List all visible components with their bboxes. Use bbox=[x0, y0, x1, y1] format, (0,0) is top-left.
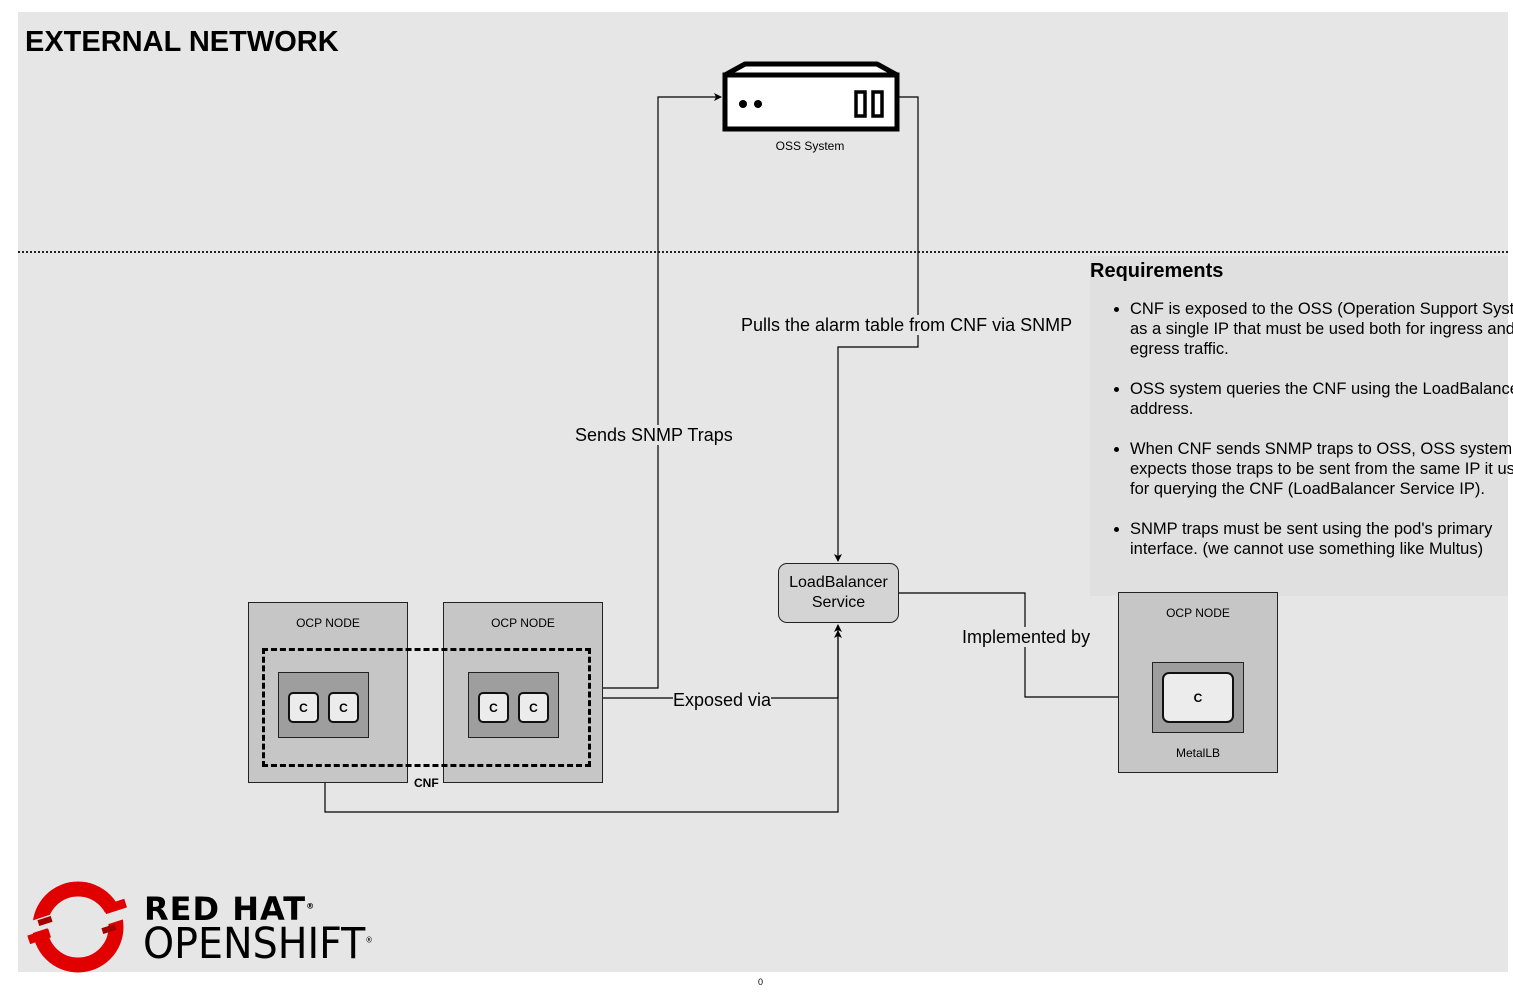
cnf-boundary bbox=[262, 648, 591, 767]
container-icon[interactable]: C bbox=[1162, 672, 1234, 723]
edge-sends-snmp-traps bbox=[558, 93, 722, 689]
oss-label: OSS System bbox=[775, 139, 845, 153]
requirements-list: CNF is exposed to the OSS (Operation Sup… bbox=[1092, 299, 1513, 579]
requirements-title: Requirements bbox=[1090, 260, 1224, 282]
node-label: OCP NODE bbox=[491, 616, 555, 630]
metallb-pod[interactable]: C bbox=[1152, 662, 1244, 733]
openshift-logo-icon bbox=[26, 881, 130, 973]
requirement-item: OSS system queries the CNF using the Loa… bbox=[1130, 379, 1513, 419]
requirement-item: CNF is exposed to the OSS (Operation Sup… bbox=[1130, 299, 1513, 359]
page-number: 0 bbox=[758, 977, 764, 987]
edge-label-exposed: Exposed via bbox=[673, 690, 772, 710]
logo-openshift: OPENSHIFT® bbox=[143, 919, 373, 969]
container-icon[interactable]: C bbox=[328, 692, 359, 723]
ocp-node-metallb[interactable]: OCP NODE C MetalLB bbox=[1118, 592, 1278, 773]
container-icon[interactable]: C bbox=[288, 692, 319, 723]
edge-label-implemented: Implemented by bbox=[962, 627, 1091, 647]
lb-label-line2: Service bbox=[811, 594, 866, 611]
cnf-label: CNF bbox=[414, 776, 439, 790]
node-label: OCP NODE bbox=[296, 616, 360, 630]
requirement-item: When CNF sends SNMP traps to OSS, OSS sy… bbox=[1130, 439, 1513, 499]
logo-red-hat: RED HAT® bbox=[144, 890, 315, 928]
network-boundary-divider bbox=[18, 251, 1508, 253]
metallb-label: MetalLB bbox=[1175, 746, 1221, 760]
node-label: OCP NODE bbox=[1166, 606, 1230, 620]
registered-mark: ® bbox=[365, 935, 373, 945]
edge-label-sends: Sends SNMP Traps bbox=[575, 425, 733, 445]
requirements-panel bbox=[1090, 256, 1508, 596]
pod-1[interactable]: C C bbox=[278, 672, 369, 738]
ocp-node-1[interactable]: OCP NODE bbox=[248, 602, 408, 783]
container-icon[interactable]: C bbox=[518, 692, 549, 723]
edge-pulls-alarm-table bbox=[834, 96, 919, 562]
zone-title: EXTERNAL NETWORK bbox=[25, 26, 339, 58]
loadbalancer-service[interactable]: LoadBalancer Service bbox=[778, 563, 899, 623]
requirement-item: SNMP traps must be sent using the pod's … bbox=[1130, 519, 1513, 559]
server-icon bbox=[722, 61, 900, 132]
logo-line2: OPENSHIFT bbox=[143, 919, 366, 969]
logo-line1: RED HAT bbox=[144, 890, 307, 928]
edge-label-pulls: Pulls the alarm table from CNF via SNMP bbox=[741, 315, 1073, 335]
pod-2[interactable]: C C bbox=[468, 672, 559, 738]
registered-mark: ® bbox=[306, 901, 316, 911]
lb-label-line1: LoadBalancer bbox=[789, 574, 888, 591]
container-icon[interactable]: C bbox=[478, 692, 509, 723]
